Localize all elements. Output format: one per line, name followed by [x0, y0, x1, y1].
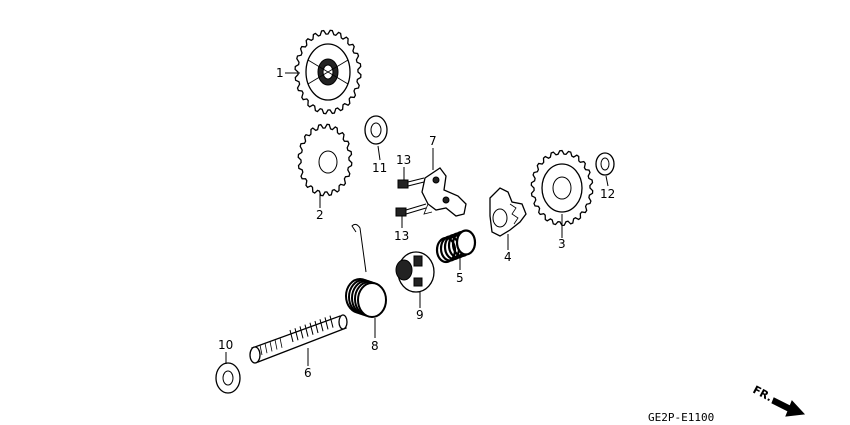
callout-4: 4 — [504, 250, 512, 264]
diagram-code: GE2P-E1100 — [648, 411, 714, 424]
spline-ridge — [269, 341, 273, 352]
spline-ridge — [309, 322, 314, 335]
callout-12: 12 — [600, 187, 615, 201]
gear-part-1 — [294, 29, 362, 115]
ratchet-piece-part-9 — [395, 251, 435, 293]
spline-ridge — [289, 329, 294, 343]
bolt-part-13-lower — [395, 203, 427, 217]
spline-ridge — [274, 339, 278, 350]
spline-ridge — [329, 315, 334, 328]
callout-11: 11 — [372, 161, 387, 175]
callout-9: 9 — [416, 308, 424, 322]
callout-6: 6 — [304, 366, 312, 380]
spline-ridge — [319, 319, 324, 332]
spline-ridge — [259, 344, 263, 356]
callout-1: 1 — [276, 66, 284, 80]
bolt-part-13-upper — [397, 177, 425, 189]
spline-ridge — [294, 328, 299, 341]
spline-ridge — [299, 326, 304, 339]
spindle-part-6 — [249, 314, 348, 364]
leader-lines — [225, 72, 609, 366]
washer-part-10 — [215, 362, 241, 394]
callout-2: 2 — [316, 208, 324, 222]
gear-part-3 — [530, 149, 594, 227]
spline-ridge — [279, 337, 283, 348]
kick-spring-part-8 — [345, 223, 387, 318]
ratchet-guide-part-7 — [421, 167, 467, 217]
washer-part-11 — [364, 115, 388, 145]
coil-spring-part-5 — [435, 229, 477, 264]
callout-labels: 1 2 3 4 5 6 7 8 9 10 11 12 13 13 — [218, 66, 615, 380]
callout-10: 10 — [218, 338, 233, 352]
spring-coil — [455, 229, 477, 256]
front-direction-arrow: FR. — [751, 383, 806, 417]
callout-8: 8 — [371, 339, 379, 353]
callout-13-upper: 13 — [396, 153, 411, 167]
direction-label: FR. — [751, 383, 775, 404]
callout-5: 5 — [456, 271, 464, 285]
washer-part-12 — [595, 152, 615, 176]
spline-ridge — [314, 320, 319, 334]
spline-ridge — [304, 324, 309, 337]
spline-ridge — [264, 343, 268, 354]
callout-7: 7 — [429, 134, 437, 148]
callout-3: 3 — [558, 237, 566, 251]
callout-13-lower: 13 — [394, 229, 409, 243]
spline-ridge — [324, 317, 329, 330]
spring-coil — [357, 282, 387, 318]
ratchet-part-4 — [489, 187, 527, 237]
gear-part-2 — [297, 123, 353, 197]
